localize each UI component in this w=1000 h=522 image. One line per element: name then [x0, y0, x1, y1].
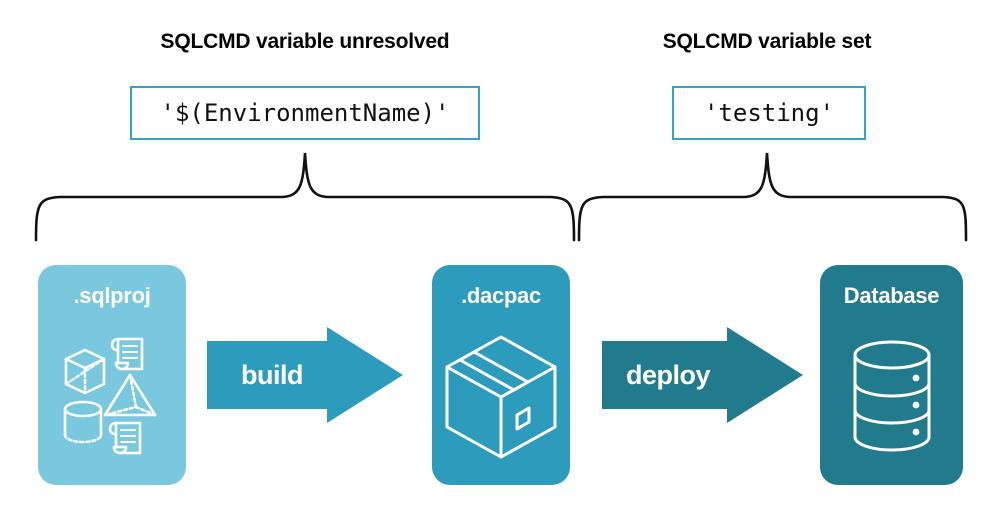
stage-card-sqlproj: .sqlproj: [38, 265, 186, 485]
sqlproj-object-icons: [63, 337, 157, 455]
deploy-arrow-label: deploy: [626, 359, 711, 390]
arrow-deploy: deploy: [600, 325, 805, 425]
stage-card-database: Database: [820, 265, 963, 485]
sqlcmd-variable-set-value: 'testing': [703, 99, 835, 127]
database-artwork: [820, 309, 963, 485]
build-arrow-path: [207, 327, 403, 423]
stage-card-dacpac: .dacpac: [432, 265, 570, 485]
cylinder-icon: [63, 400, 103, 444]
build-arrow-shape: [207, 327, 403, 423]
pyramid-icon: [103, 373, 157, 417]
package-box-icon: [445, 335, 557, 459]
sqlproj-artwork: [38, 309, 186, 485]
stage-card-dacpac-title: .dacpac: [461, 283, 541, 308]
brace-right-icon: [577, 152, 968, 242]
sqlcmd-variable-unresolved-value-box: '$(EnvironmentName)': [130, 86, 480, 140]
deploy-arrow-shape: [602, 327, 803, 423]
brace-left-icon: [34, 152, 576, 242]
sqlcmd-variable-unresolved-value: '$(EnvironmentName)': [160, 99, 450, 127]
annotation-heading-left: SQLCMD variable unresolved: [160, 30, 450, 53]
stage-card-database-title: Database: [843, 283, 940, 308]
scroll-icon: [110, 337, 144, 371]
stage-card-sqlproj-title: .sqlproj: [73, 283, 151, 308]
deploy-arrow-path: [602, 327, 803, 423]
scroll-icon: [108, 421, 142, 455]
build-arrow-label: build: [241, 359, 303, 390]
dacpac-artwork: [432, 309, 570, 485]
sqlcmd-variable-set-value-box: 'testing': [672, 86, 866, 140]
cube-icon: [64, 348, 106, 395]
annotation-heading-right: SQLCMD variable set: [662, 30, 872, 53]
arrow-build: build: [205, 325, 405, 425]
database-cylinder-icon: [853, 340, 930, 452]
